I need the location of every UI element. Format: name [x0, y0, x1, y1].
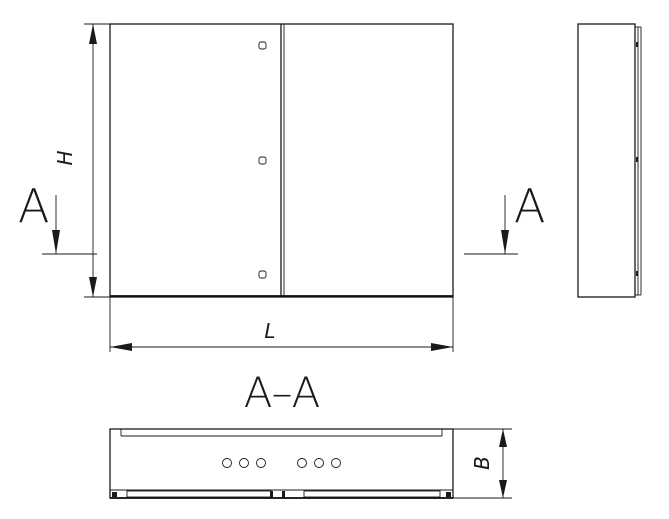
- hinge-section-left: [112, 492, 117, 497]
- cable-entry-hole-3: [256, 458, 266, 468]
- side-hinge-bottom: [636, 271, 638, 276]
- front-view: [109, 23, 454, 298]
- section-letter-left: A: [18, 179, 49, 233]
- height-dimension: H: [53, 23, 110, 298]
- height-arrow-bottom: [89, 277, 97, 297]
- door-panel-right: [303, 490, 441, 498]
- section-title: A–A: [244, 368, 321, 417]
- depth-arrow-top: [499, 429, 507, 447]
- section-arrow-head-right: [501, 230, 509, 254]
- depth-dimension: B: [453, 428, 512, 499]
- hinge-bottom: [258, 270, 267, 279]
- section-arrow-head-left: [52, 230, 60, 254]
- depth-arrow-bottom: [499, 480, 507, 498]
- length-dimension: L: [109, 297, 454, 352]
- length-arrow-left: [110, 343, 132, 351]
- cable-entry-hole-4: [297, 458, 307, 468]
- side-hinge-middle: [636, 157, 638, 162]
- cable-entry-hole-6: [331, 458, 341, 468]
- door-panel-left: [126, 490, 272, 498]
- hinge-top: [258, 41, 267, 50]
- length-label: L: [264, 319, 275, 343]
- hinge-section-right: [446, 492, 451, 497]
- door-joint-left: [270, 491, 273, 498]
- cable-entry-hole-2: [239, 458, 249, 468]
- hinge-middle: [258, 156, 267, 165]
- length-arrow-right: [431, 343, 453, 351]
- side-view: [577, 23, 642, 298]
- section-view-outline: [109, 428, 454, 499]
- cable-entry-hole-1: [222, 458, 232, 468]
- section-view: [109, 428, 454, 499]
- door-joint-right: [282, 491, 285, 498]
- depth-label: B: [470, 456, 494, 470]
- side-view-outline: [577, 23, 636, 298]
- section-marker-left: A: [18, 179, 97, 255]
- section-letter-right: A: [514, 179, 545, 233]
- cable-entry-hole-5: [314, 458, 324, 468]
- height-arrow-top: [89, 24, 97, 44]
- height-label: H: [53, 150, 77, 165]
- section-marker-right: A: [464, 179, 545, 255]
- side-hinge-top: [636, 42, 638, 47]
